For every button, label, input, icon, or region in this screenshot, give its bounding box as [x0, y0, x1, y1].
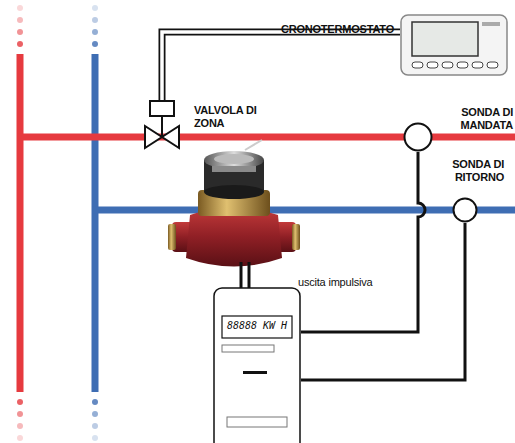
signal-wire	[301, 223, 465, 380]
heat-meter	[168, 140, 300, 290]
energy-calculator: 88888 KW H	[213, 287, 301, 443]
thermostat: CRONOTERMOSTATO	[400, 14, 508, 76]
signal-wire	[162, 32, 400, 101]
return-pipe	[92, 207, 515, 214]
component-label: CRONOTERMOSTATO	[264, 23, 394, 36]
node-outline	[142, 100, 182, 152]
component-label: SONDA DI MANDATA	[441, 106, 513, 132]
component-label: SONDA DI RITORNO	[442, 158, 504, 184]
pipe-dots	[17, 5, 98, 441]
signal-wire	[301, 152, 425, 332]
output-label: uscita impulsiva	[298, 276, 372, 289]
supply-pipe	[17, 54, 24, 392]
display-reading: 88888 KW H	[223, 320, 291, 331]
return-pipe	[92, 54, 99, 392]
component-label: VALVOLA DI ZONA	[194, 104, 258, 130]
node-outline	[452, 197, 478, 223]
supply-pipe	[17, 134, 515, 141]
flow-probe: SONDA DI MANDATA	[403, 122, 433, 152]
return-probe: SONDA DI RITORNO	[452, 197, 478, 223]
node-outline	[403, 122, 433, 152]
zone-valve: VALVOLA DI ZONA	[142, 100, 182, 152]
node-outline	[400, 14, 508, 76]
node-outline	[213, 287, 301, 443]
